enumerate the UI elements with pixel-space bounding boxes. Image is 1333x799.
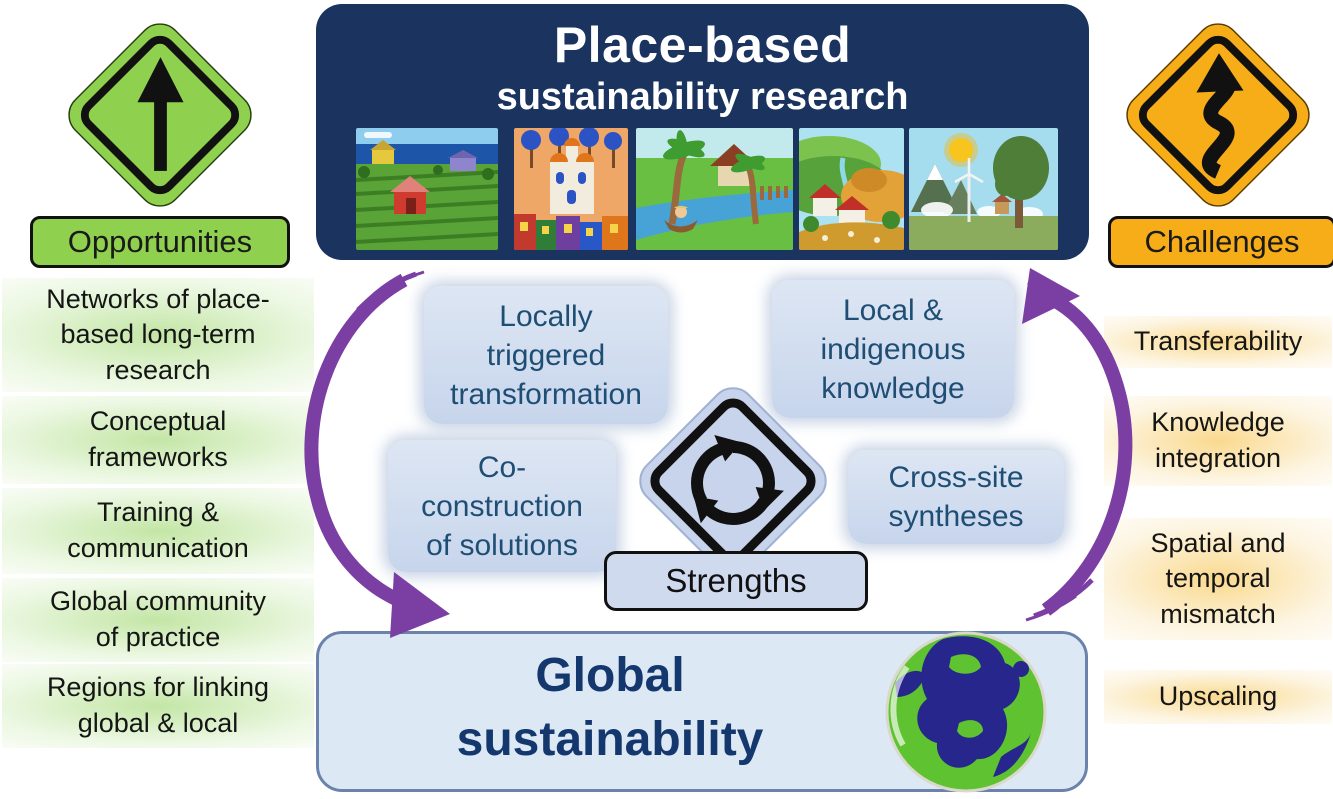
photo-tropical-river [636, 128, 793, 250]
photo-colorful-village [514, 128, 628, 250]
challenges-label-text: Challenges [1144, 224, 1300, 259]
winding-road-sign-icon [1126, 23, 1310, 207]
opportunity-item-frameworks: Conceptual frameworks [2, 396, 314, 484]
place-based-title-line1: Place-based [553, 17, 852, 73]
challenges-label: Challenges [1108, 216, 1333, 268]
challenge-item-transferability: Transferability [1104, 316, 1332, 368]
photo-countryside-meadow [909, 128, 1058, 250]
strength-box-cross-site: Cross-site syntheses [848, 450, 1064, 544]
strength-box-co-construction: Co- construction of solutions [388, 440, 616, 572]
challenges-sign [1115, 12, 1321, 218]
colorful-village-illustration [514, 128, 628, 250]
opportunity-item-networks: Networks of place- based long-term resea… [2, 278, 314, 392]
photo-rural-village [799, 128, 904, 250]
challenge-item-knowledge-integration: Knowledge integration [1104, 396, 1332, 486]
challenge-item-spatial-temporal: Spatial and temporal mismatch [1104, 518, 1332, 640]
strengths-sign [628, 376, 838, 586]
strength-box-locally-triggered: Locally triggered transformation [424, 286, 668, 424]
place-based-research-box: Place-based sustainability research [316, 4, 1089, 260]
strength-box-local-indigenous: Local & indigenous knowledge [772, 280, 1014, 418]
straight-ahead-arrow-sign-icon [68, 23, 252, 207]
opportunities-label: Opportunities [30, 216, 290, 268]
global-title-line2: sustainability [456, 712, 764, 766]
opportunity-item-regions: Regions for linking global & local [2, 664, 314, 748]
opportunity-item-training: Training & communication [2, 488, 314, 574]
roundabout-sign-icon [639, 387, 827, 575]
strengths-label-text: Strengths [665, 562, 807, 599]
earth-globe [881, 627, 1051, 797]
challenge-item-upscaling: Upscaling [1104, 670, 1332, 724]
strengths-label: Strengths [604, 551, 868, 611]
tropical-river-illustration [636, 128, 793, 250]
global-sustainability-title: Global sustainability [330, 644, 890, 772]
landscape-photo-strip [356, 128, 1058, 252]
countryside-meadow-illustration [909, 128, 1058, 250]
opportunity-item-community: Global community of practice [2, 578, 314, 662]
rural-village-illustration [799, 128, 904, 250]
earth-globe-icon [885, 631, 1047, 793]
place-based-title-line2: sustainability research [496, 76, 909, 118]
global-title-line1: Global [535, 649, 685, 702]
coastal-farm-illustration [356, 128, 498, 250]
photo-coastal-farm [356, 128, 498, 250]
opportunities-label-text: Opportunities [67, 224, 253, 259]
opportunities-sign [57, 12, 263, 218]
